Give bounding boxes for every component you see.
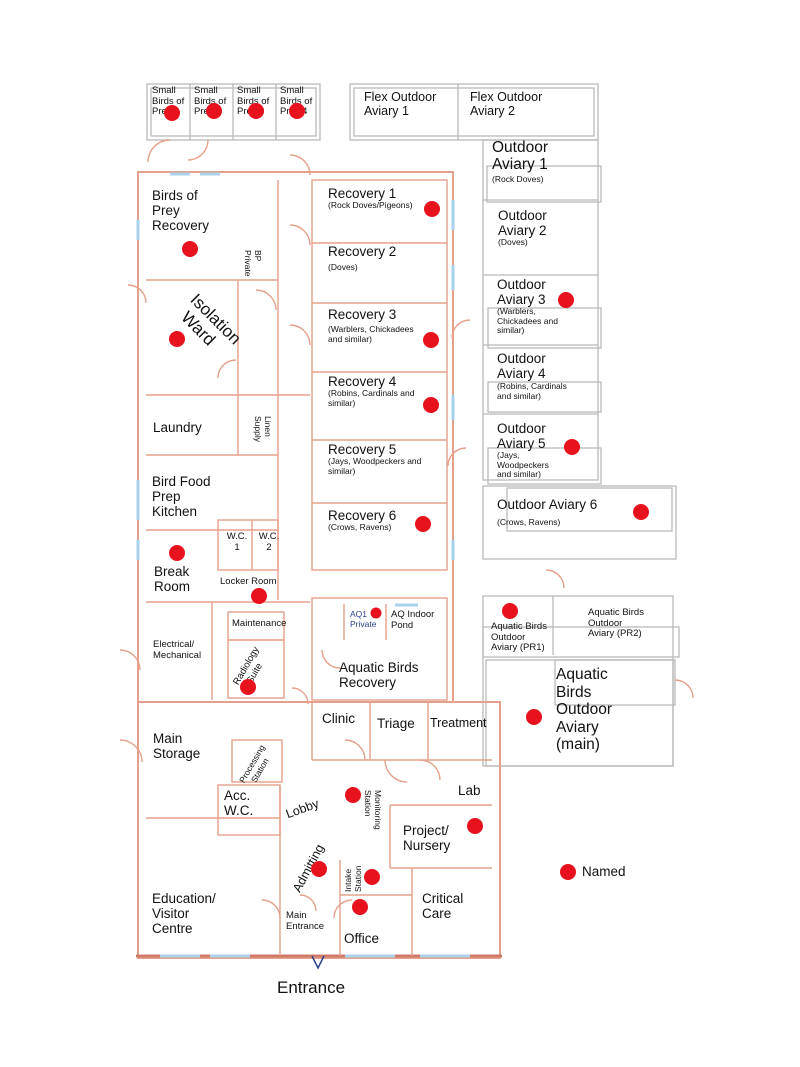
outdoor-aviary-2-label: Outdoor Aviary 2 (Doves) xyxy=(498,208,547,248)
maintenance-label: Maintenance xyxy=(232,618,287,629)
recovery-3-label: Recovery 3 (Warblers, Chickadees and sim… xyxy=(328,307,414,344)
named-marker-birds-of-prey-recovery xyxy=(182,241,198,257)
named-marker-aquatic-main xyxy=(526,709,542,725)
named-marker-locker-room xyxy=(251,588,267,604)
named-marker-admitting xyxy=(311,861,327,877)
named-marker-radiology xyxy=(240,679,256,695)
named-marker-recovery-4 xyxy=(423,397,439,413)
named-marker-break-room xyxy=(169,545,185,561)
triage-label: Triage xyxy=(377,716,415,731)
outdoor-aviary-3-label: Outdoor Aviary 3 (Warblers, Chickadees a… xyxy=(497,277,558,336)
named-marker-small-birds-1 xyxy=(164,105,180,121)
named-marker-monitoring-station xyxy=(345,787,361,803)
named-marker-outdoor-aviary-5 xyxy=(564,439,580,455)
legend-label: Named xyxy=(582,864,626,879)
outdoor-aviary-1-label: Outdoor Aviary 1 (Rock Doves) xyxy=(492,139,549,184)
named-marker-project-nursery xyxy=(467,818,483,834)
recovery-1-label: Recovery 1 (Rock Doves/Pigeons) xyxy=(328,186,413,211)
laundry-label: Laundry xyxy=(153,420,202,435)
wc-2-label: W.C.2 xyxy=(258,531,280,553)
named-marker-small-birds-2 xyxy=(206,103,222,119)
recovery-6-label: Recovery 6 (Crows, Ravens) xyxy=(328,508,397,533)
named-marker-recovery-3 xyxy=(423,332,439,348)
named-marker-outdoor-aviary-6 xyxy=(633,504,649,520)
project-nursery-label: Project/Nursery xyxy=(403,823,451,854)
entrance-label: Entrance xyxy=(277,978,346,997)
named-marker-aq1-private xyxy=(370,607,382,619)
office-label: Office xyxy=(344,931,380,946)
recovery-4-label: Recovery 4 (Robins, Cardinals and simila… xyxy=(328,374,415,408)
named-marker-recovery-1 xyxy=(424,201,440,217)
clinic-label: Clinic xyxy=(322,711,356,726)
named-marker-isolation-ward xyxy=(169,331,185,347)
acc-wc-label: Acc.W.C. xyxy=(224,788,254,819)
named-marker-small-birds-4 xyxy=(289,103,305,119)
recovery-2-label: Recovery 2 (Doves) xyxy=(328,244,397,273)
recovery-5-label: Recovery 5 (Jays, Woodpeckers and simila… xyxy=(328,442,422,476)
named-marker-recovery-6 xyxy=(415,516,431,532)
named-marker-outdoor-aviary-3 xyxy=(558,292,574,308)
named-marker-aquatic-pr1 xyxy=(502,603,518,619)
named-marker-intake-station xyxy=(364,869,380,885)
outdoor-aviary-4-label: Outdoor Aviary 4 (Robins, Cardinals and … xyxy=(497,351,567,401)
named-marker-office xyxy=(352,899,368,915)
named-marker-small-birds-3 xyxy=(248,103,264,119)
lab-label: Lab xyxy=(458,783,481,798)
outdoor-aviary-5-label: Outdoor Aviary 5 (Jays, Woodpeckers and … xyxy=(497,421,549,480)
locker-room-label: Locker Room xyxy=(220,576,277,587)
treatment-label: Treatment xyxy=(430,716,487,730)
named-legend-icon xyxy=(560,864,576,880)
outdoor-aviary-6-label: Outdoor Aviary 6 (Crows, Ravens) xyxy=(497,497,598,528)
wc-1-label: W.C.1 xyxy=(226,531,248,553)
electrical-mechanical-label: Electrical/Mechanical xyxy=(153,639,202,661)
